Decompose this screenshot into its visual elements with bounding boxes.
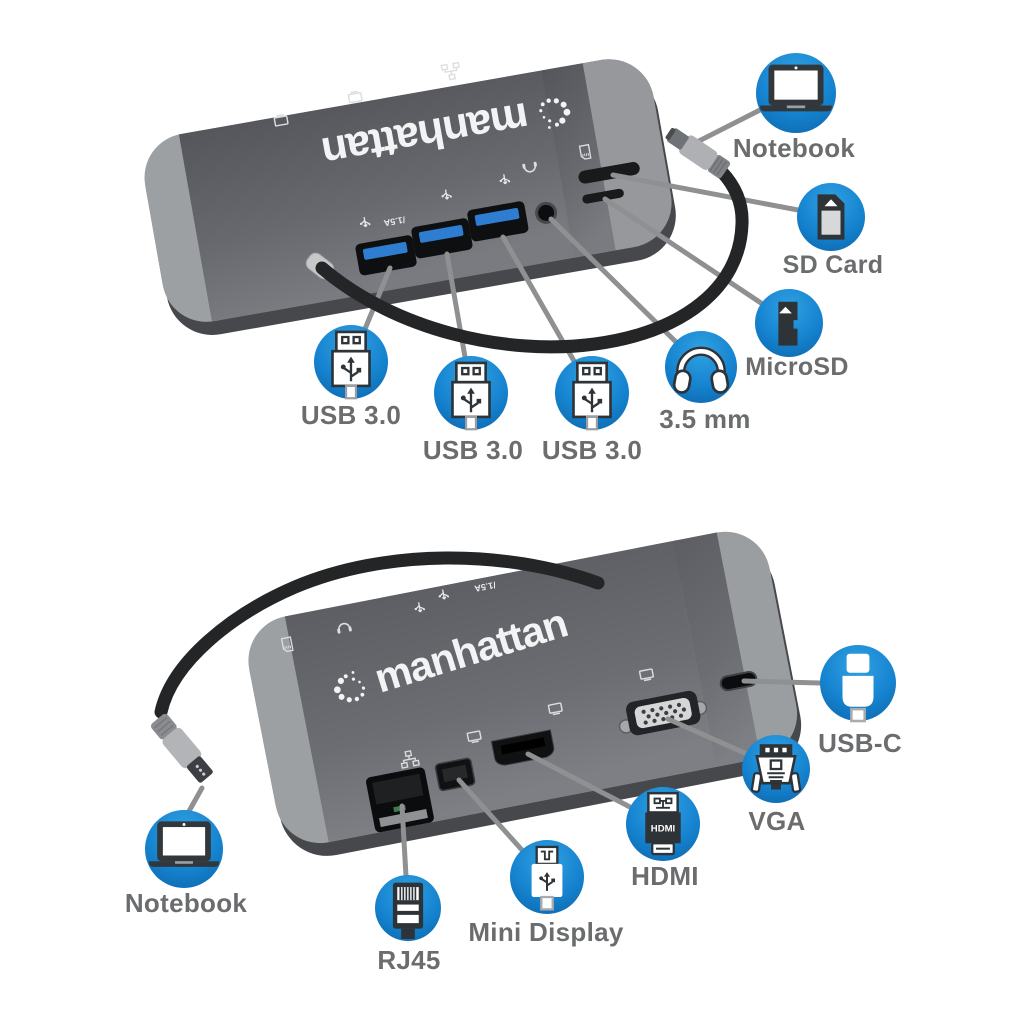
callout-label-vga: VGA (748, 806, 806, 836)
callout-label-usbc: USB-C (818, 728, 902, 758)
callout-label-usb3-1: USB 3.0 (300, 400, 402, 430)
usb-c-plug-top (665, 127, 731, 179)
fast-charge-marking: /1.5A (383, 215, 406, 229)
callout-badge-vga (742, 735, 810, 803)
callout-label-sd-card: SD Card (782, 251, 884, 279)
rj45-port (366, 767, 434, 833)
callout-label-rj45: RJ45 (377, 945, 441, 975)
callout-label-usb3-2: USB 3.0 (422, 435, 524, 465)
dock-top-photo: /1.5A manhattan (144, 59, 676, 335)
callout-badge-notebook-bottom (145, 810, 223, 888)
usb-c-port (719, 671, 758, 692)
usb-c-cable-bottom (154, 551, 605, 719)
hdmi-icon: HDMI (645, 791, 681, 856)
callout-label-usb3-3: USB 3.0 (541, 435, 643, 465)
rj45-icon (392, 882, 424, 939)
callout-badge-hdmi: HDMI (626, 787, 700, 861)
usb3-port-1 (355, 235, 417, 276)
callout-badge-microsd (755, 289, 823, 357)
usb3-port-2 (411, 218, 473, 259)
callout-label-notebook-top: Notebook (732, 133, 856, 163)
laptop-icon (149, 821, 219, 867)
usb-c-cable-top (315, 165, 749, 354)
callout-badge-sd-card (797, 183, 865, 251)
laptop-icon (760, 64, 832, 112)
callout-badge-aux (665, 331, 737, 403)
sd-card-slot (578, 162, 640, 184)
headphones-icon (672, 346, 730, 394)
callout-badge-usb3-2 (434, 356, 508, 431)
svg-text:HDMI: HDMI (651, 824, 676, 835)
usb-a-icon (451, 361, 491, 431)
callout-label-aux: 3.5 mm (659, 404, 751, 434)
callout-badge-usb3-3 (555, 356, 629, 431)
callout-label-notebook-bottom: Notebook (124, 888, 248, 918)
usb3-port-3 (467, 201, 529, 242)
vga-icon (750, 744, 802, 793)
mini-displayport-port (434, 757, 476, 792)
callout-badge-mini-display (510, 840, 584, 914)
dock-bottom-photo: /1.5A manhattan (248, 531, 802, 856)
sd-card-icon (817, 194, 845, 240)
callout-badge-notebook-top (756, 53, 836, 133)
mini-displayport-icon (531, 845, 563, 911)
callout-badge-usb3-1 (314, 325, 388, 400)
callout-badge-usbc (820, 645, 896, 723)
callout-label-mini-display: Mini Display (468, 917, 624, 947)
microsd-card-icon (778, 301, 798, 346)
usb-a-icon (572, 361, 612, 431)
usb-c-icon (842, 653, 874, 723)
callout-label-microsd: MicroSD (745, 353, 849, 381)
usb-c-plug-bottom (151, 713, 213, 783)
microsd-slot (582, 188, 624, 204)
fast-charge-marking: /1.5A (473, 580, 497, 594)
callout-badge-rj45 (375, 875, 441, 941)
callout-label-hdmi: HDMI (631, 861, 699, 891)
usb-a-icon (331, 330, 371, 400)
